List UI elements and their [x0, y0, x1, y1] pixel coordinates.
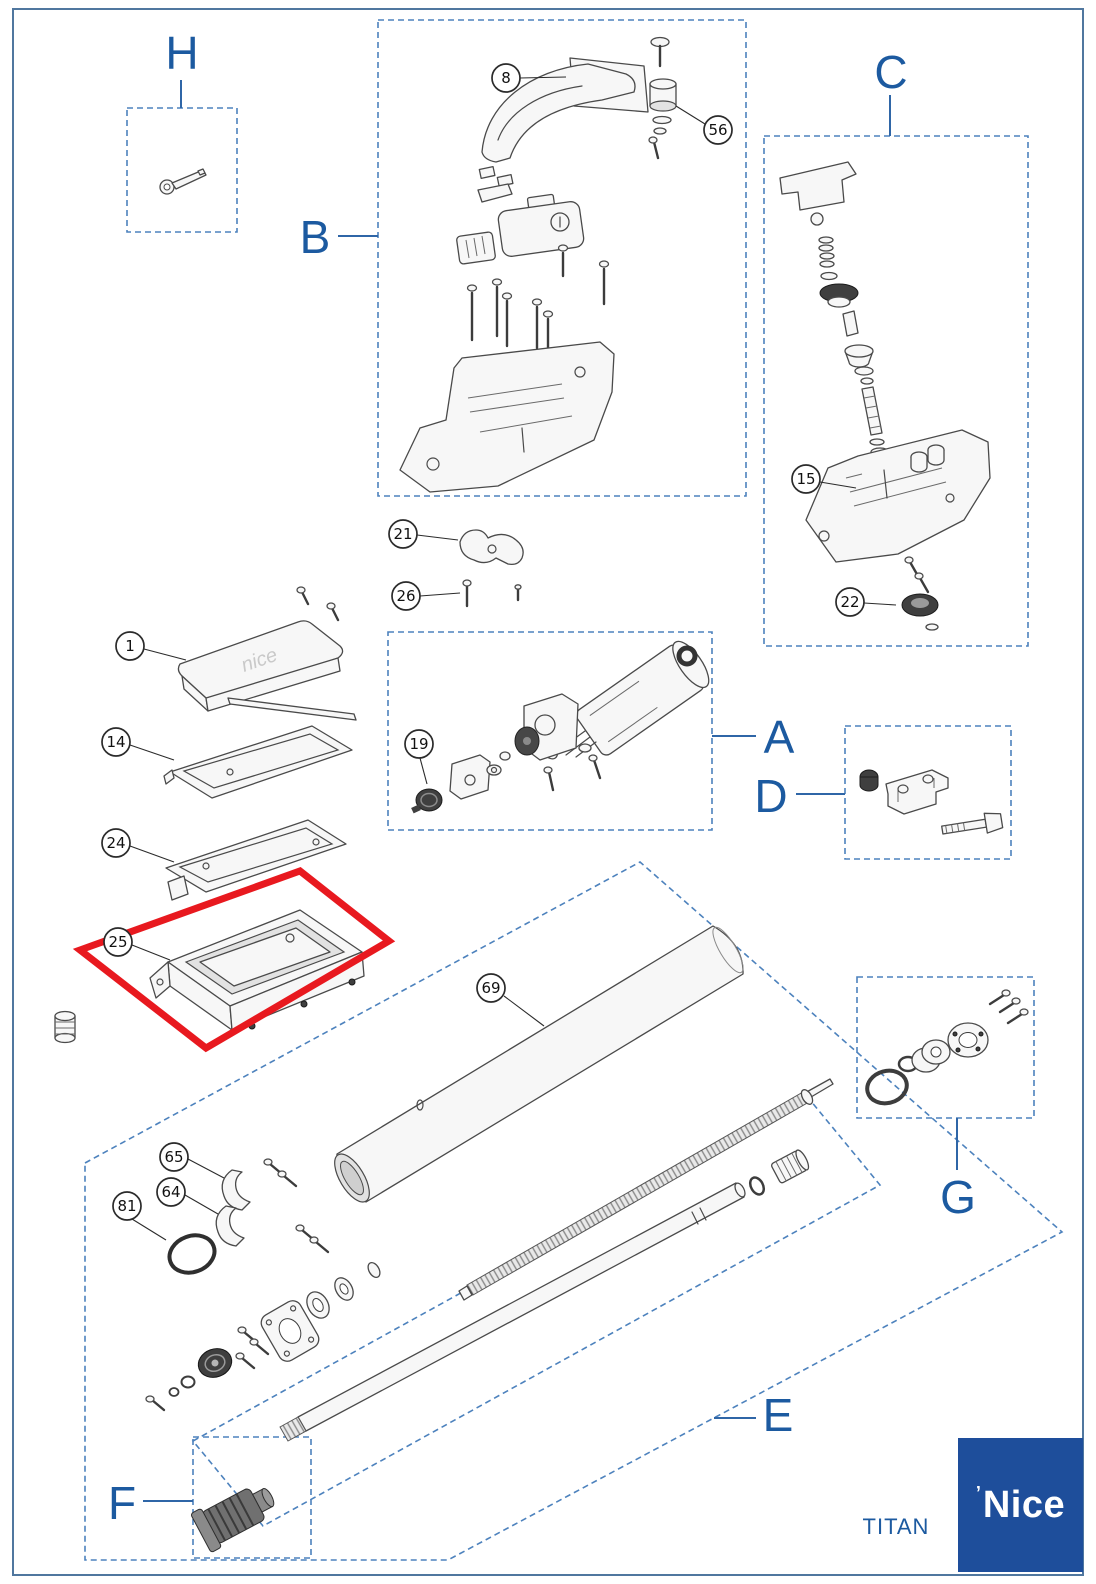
svg-text:56: 56 — [708, 121, 727, 139]
part-label-1: 1 — [115, 631, 145, 661]
part-f-coupling — [191, 1488, 275, 1553]
part-small-bushing — [54, 1010, 76, 1044]
part-g-bearing-kit — [865, 989, 1029, 1106]
group-label-b: B — [300, 211, 331, 263]
group-label-a: A — [764, 711, 795, 763]
group-box-e-outer — [84, 861, 1064, 1561]
group-box-b — [377, 19, 747, 497]
part-lock-cylinder — [456, 193, 585, 265]
part-14-plate — [163, 725, 353, 799]
part-label-19: 19 — [404, 729, 434, 759]
svg-text:19: 19 — [409, 735, 428, 753]
group-label-h: H — [165, 27, 198, 79]
group-label-connectors — [143, 80, 958, 1502]
nice-logo-mark: ’ — [975, 1482, 981, 1503]
svg-text:24: 24 — [106, 834, 125, 852]
svg-text:1: 1 — [125, 637, 135, 655]
nice-logo: ’ Nice — [958, 1438, 1083, 1572]
part-label-22: 22 — [835, 587, 865, 617]
part-56-pin-stack — [648, 36, 677, 160]
svg-text:26: 26 — [396, 587, 415, 605]
part-cover-screws — [466, 244, 610, 358]
part-label-64: 64 — [156, 1177, 186, 1207]
part-release-key — [159, 168, 207, 195]
svg-text:22: 22 — [840, 593, 859, 611]
part-label-81: 81 — [112, 1191, 142, 1221]
group-box-a — [387, 631, 713, 831]
svg-text:81: 81 — [117, 1197, 136, 1215]
part-25-base-tray — [149, 909, 365, 1031]
part-label-26: 26 — [391, 581, 421, 611]
group-box-c — [763, 135, 1029, 647]
group-label-e: E — [763, 1389, 794, 1441]
part-d-bracket — [859, 769, 1004, 835]
part-22-grommet — [901, 593, 939, 631]
svg-text:64: 64 — [161, 1183, 180, 1201]
group-label-f: F — [108, 1477, 136, 1529]
part-64-clamp-half — [215, 1205, 245, 1247]
part-motor-assembly — [514, 640, 710, 792]
part-label-15: 15 — [791, 464, 821, 494]
part-21-lever — [459, 529, 524, 566]
nice-logo-text: Nice — [982, 1483, 1066, 1526]
part-81-o-ring — [167, 1233, 217, 1275]
part-label-25: 25 — [103, 927, 133, 957]
part-label-56: 56 — [703, 115, 733, 145]
part-65-clamp-half — [221, 1169, 251, 1211]
part-69-outer-tube — [334, 925, 744, 1203]
part-label-65: 65 — [159, 1142, 189, 1172]
svg-text:21: 21 — [393, 525, 412, 543]
part-26-screw — [462, 579, 522, 608]
part-label-8: 8 — [491, 63, 521, 93]
highlight-box-part-25 — [72, 867, 396, 1053]
svg-text:14: 14 — [106, 733, 125, 751]
part-end-coupling — [770, 1149, 810, 1184]
part-drive-tube — [279, 1182, 746, 1442]
svg-text:8: 8 — [501, 69, 511, 87]
part-label-14: 14 — [101, 727, 131, 757]
page-border — [12, 8, 1084, 1576]
part-19-pinion-bracket — [411, 751, 511, 814]
group-box-g — [856, 976, 1035, 1119]
leader-lines — [129, 76, 897, 1241]
svg-text:65: 65 — [164, 1148, 183, 1166]
part-gear-shaft-assembly — [779, 161, 890, 457]
part-seal-strip — [227, 697, 357, 721]
part-1-cover: nice — [177, 620, 344, 712]
svg-text:69: 69 — [481, 979, 500, 997]
part-label-21: 21 — [388, 519, 418, 549]
part-lid-screws — [296, 586, 340, 622]
part-15-gear-housing — [805, 429, 991, 594]
group-box-e-inner — [191, 1098, 882, 1528]
svg-text:25: 25 — [108, 933, 127, 951]
part-bearing-stack — [145, 1261, 381, 1412]
model-name: TITAN — [862, 1514, 930, 1539]
part-label-69: 69 — [476, 973, 506, 1003]
group-box-d — [844, 725, 1012, 860]
part-label-24: 24 — [101, 828, 131, 858]
part-stop-ring — [748, 1176, 766, 1196]
svg-text:15: 15 — [796, 470, 815, 488]
group-label-d: D — [754, 770, 787, 822]
part-clamp-screws — [263, 1158, 330, 1254]
group-label-c: C — [874, 46, 907, 98]
group-label-g: G — [940, 1171, 976, 1223]
part-8-release-handle — [477, 57, 649, 203]
group-box-h — [126, 107, 238, 233]
part-lead-screw — [458, 1078, 834, 1301]
part-motor-cover-base — [399, 341, 615, 493]
part-24-gasket — [165, 819, 347, 901]
